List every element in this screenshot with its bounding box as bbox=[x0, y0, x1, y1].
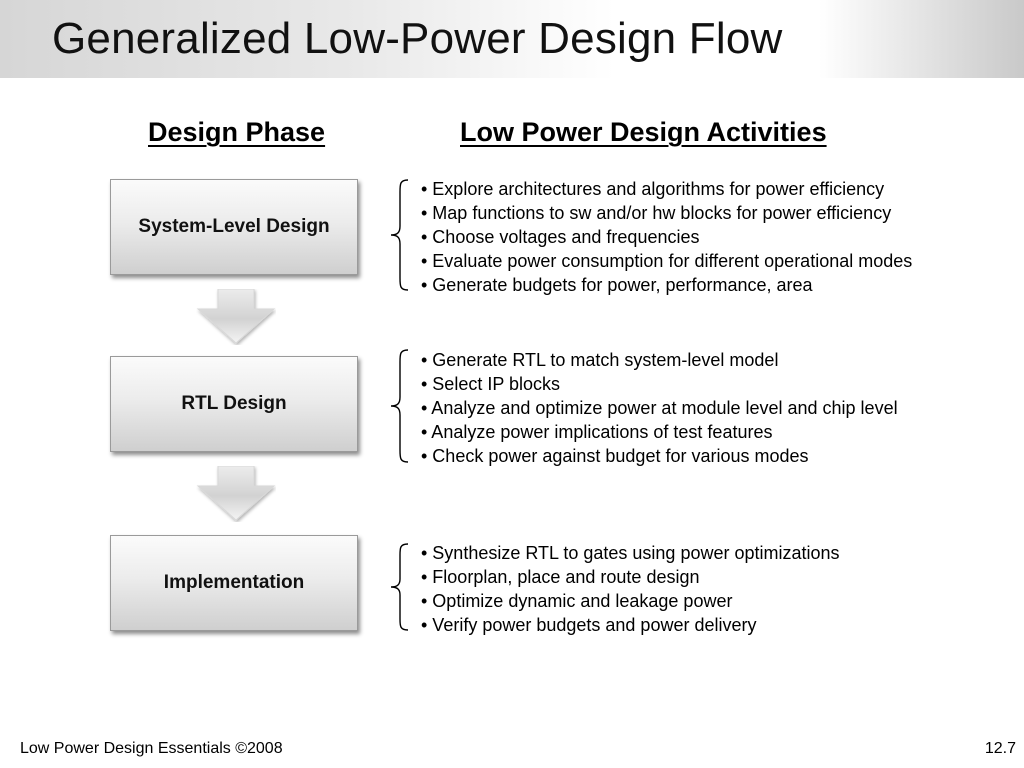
list-item: • Synthesize RTL to gates using power op… bbox=[421, 543, 840, 563]
left-brace-icon bbox=[390, 543, 409, 631]
activity-list-rtl: • Generate RTL to match system-level mod… bbox=[421, 348, 898, 468]
left-brace-icon bbox=[390, 349, 409, 463]
down-arrow-icon bbox=[196, 466, 276, 521]
phase-box-implementation: Implementation bbox=[110, 535, 358, 631]
activity-list-system-level: • Explore architectures and algorithms f… bbox=[421, 177, 912, 297]
phase-box-rtl: RTL Design bbox=[110, 356, 358, 452]
design-phase-header: Design Phase bbox=[148, 117, 326, 147]
list-item: • Generate budgets for power, performanc… bbox=[421, 275, 813, 295]
list-item: • Optimize dynamic and leakage power bbox=[421, 591, 733, 611]
footer-copyright: Low Power Design Essentials ©2008 bbox=[20, 740, 283, 757]
phase-label: RTL Design bbox=[181, 393, 287, 414]
list-item: • Choose voltages and frequencies bbox=[421, 227, 700, 247]
title-bar: Generalized Low-Power Design Flow bbox=[0, 0, 1024, 78]
list-item: • Select IP blocks bbox=[421, 374, 561, 394]
list-item: • Verify power budgets and power deliver… bbox=[421, 615, 757, 635]
phase-label: Implementation bbox=[163, 572, 305, 593]
list-item: • Generate RTL to match system-level mod… bbox=[421, 350, 779, 370]
list-item: • Analyze power implications of test fea… bbox=[421, 422, 773, 442]
down-arrow-icon bbox=[196, 289, 276, 344]
list-item: • Check power against budget for various… bbox=[421, 446, 809, 466]
slide-number: 12.7 bbox=[984, 740, 1016, 757]
list-item: • Map functions to sw and/or hw blocks f… bbox=[421, 203, 892, 223]
activities-header: Low Power Design Activities bbox=[460, 117, 827, 147]
list-item: • Explore architectures and algorithms f… bbox=[421, 179, 885, 199]
phase-label: System-Level Design bbox=[138, 216, 330, 237]
list-item: • Floorplan, place and route design bbox=[421, 567, 700, 587]
list-item: • Evaluate power consumption for differe… bbox=[421, 251, 913, 271]
slide-title: Generalized Low-Power Design Flow bbox=[52, 14, 783, 63]
list-item: • Analyze and optimize power at module l… bbox=[421, 398, 898, 418]
phase-box-system-level: System-Level Design bbox=[110, 179, 358, 275]
activity-list-implementation: • Synthesize RTL to gates using power op… bbox=[421, 541, 840, 637]
left-brace-icon bbox=[390, 179, 409, 291]
